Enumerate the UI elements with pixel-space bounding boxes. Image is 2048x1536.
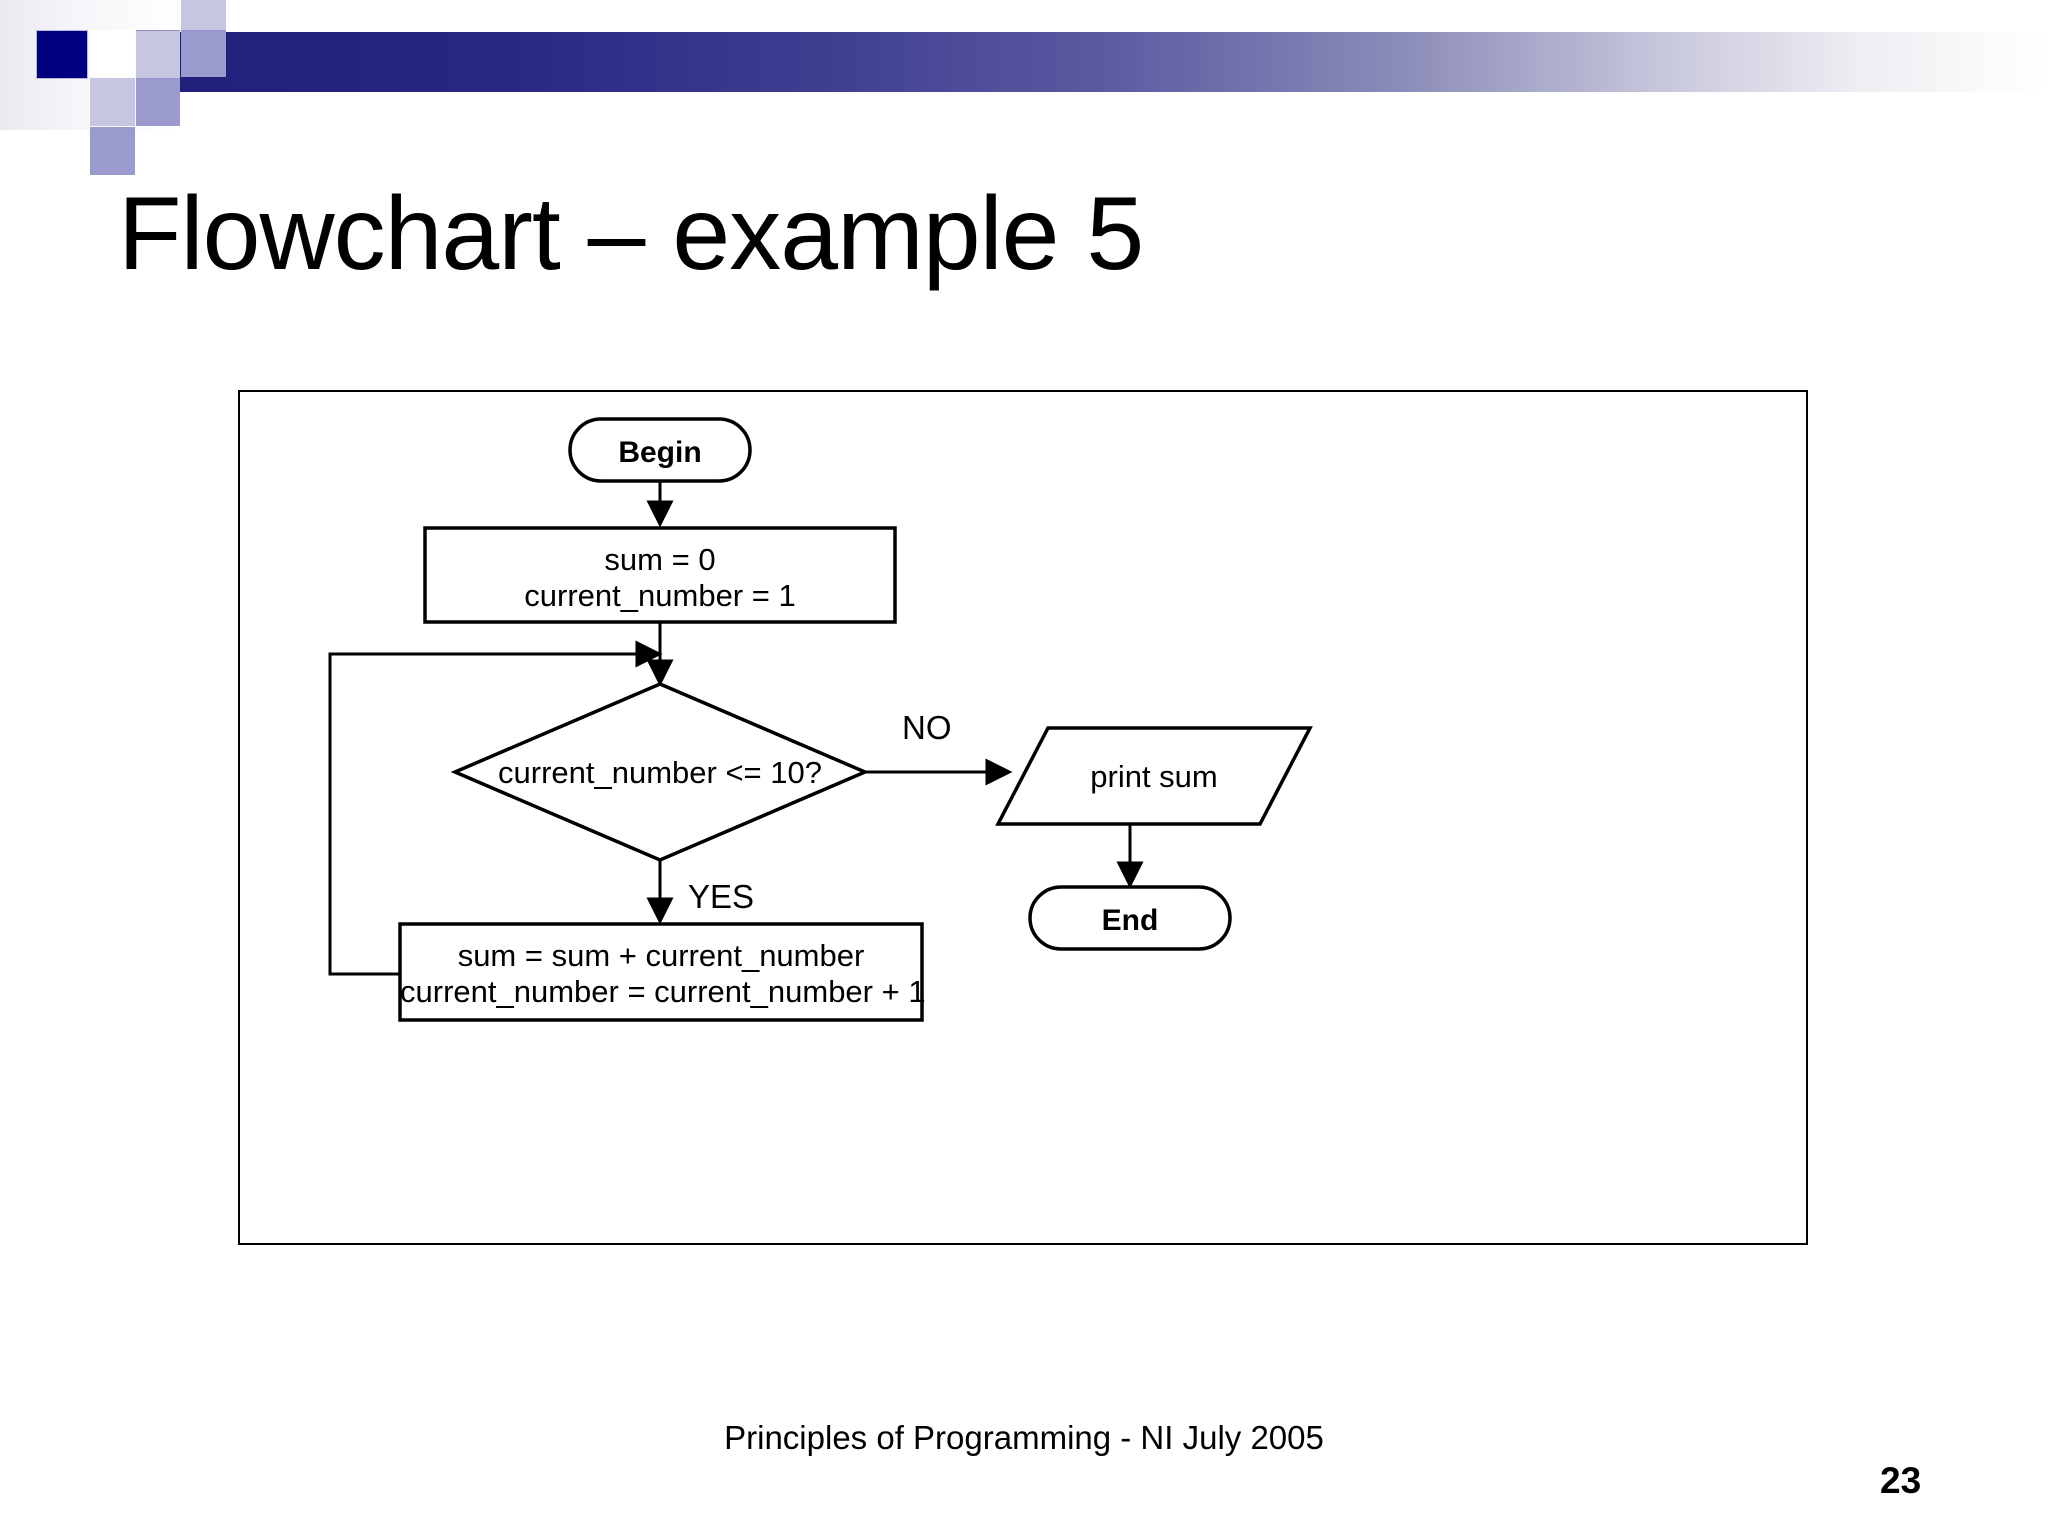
slide-footer: Principles of Programming - NI July 2005 <box>724 1419 1324 1456</box>
flowchart-diagram <box>328 417 1313 1022</box>
header-gradient-bar <box>170 32 2048 92</box>
edge-accumulate-to-decision <box>328 640 663 976</box>
node-accumulate-label-line1: sum = sum + current_number <box>457 938 865 973</box>
node-init-label-line1: sum = 0 <box>604 542 716 577</box>
header-square-white <box>90 30 135 77</box>
header-square-mid-2 <box>136 78 180 126</box>
header-square-navy <box>36 30 88 79</box>
page-title: Flowchart – example 5 <box>118 176 1144 292</box>
flowchart-container: Begin sum = 0 current_number = 1 current… <box>238 390 1808 1245</box>
node-accumulate-shape <box>398 922 924 1022</box>
slide-header-decoration <box>0 0 2048 175</box>
edge-label-yes: YES <box>688 878 755 915</box>
header-square-top <box>181 0 226 30</box>
node-end-shape <box>1028 885 1232 951</box>
node-decision-label: current_number <= 10? <box>498 755 822 790</box>
node-print-label: print sum <box>1090 759 1218 794</box>
node-init-label-line2: current_number = 1 <box>524 578 796 613</box>
node-accumulate-label-line2: current_number = current_number + 1 <box>400 974 926 1009</box>
node-begin-label: Begin <box>618 436 702 469</box>
page-number: 23 <box>1880 1460 1922 1501</box>
node-end-label: End <box>1101 904 1159 937</box>
header-square-top-lower <box>181 30 226 77</box>
header-square-light-2 <box>90 127 135 175</box>
header-square-light-1 <box>90 78 135 126</box>
header-square-mid-1 <box>136 30 180 78</box>
node-print-shape <box>995 726 1313 826</box>
edge-label-no: NO <box>902 709 952 746</box>
